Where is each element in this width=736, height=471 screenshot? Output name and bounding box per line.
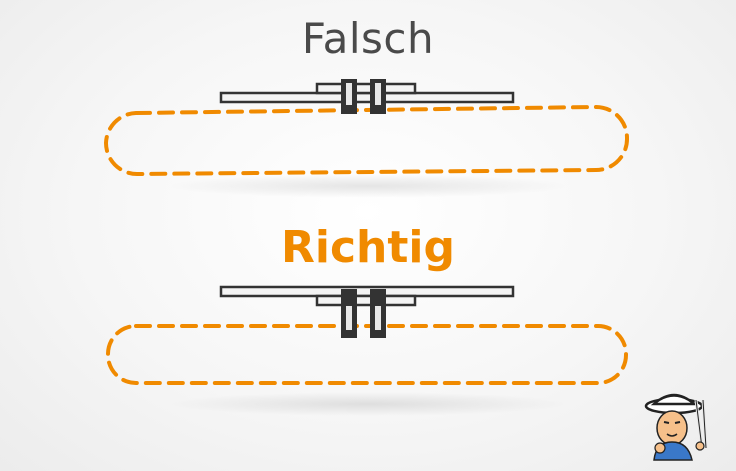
wrong-base-plate (219, 91, 515, 104)
wrong-screw-right-inner (375, 83, 381, 105)
right-example (106, 285, 628, 416)
right-bracket (219, 285, 515, 338)
right-screw-right-inner (375, 306, 381, 330)
wrong-shadow (168, 174, 568, 198)
mascot-chef-with-chopsticks-icon (644, 393, 708, 461)
right-screw-left-inner (346, 306, 352, 330)
wrong-screw-left-inner (346, 83, 352, 105)
wrong-bracket (219, 79, 515, 114)
right-dashed-outline (106, 324, 628, 385)
right-shadow (168, 392, 568, 416)
wrong-clamp (315, 82, 417, 95)
right-base-plate (219, 285, 515, 298)
wrong-dashed-outline (104, 104, 630, 176)
wrong-example (104, 79, 630, 198)
right-clamp (315, 294, 417, 307)
label-falsch: Falsch (301, 14, 435, 63)
label-richtig: Richtig (281, 222, 455, 273)
